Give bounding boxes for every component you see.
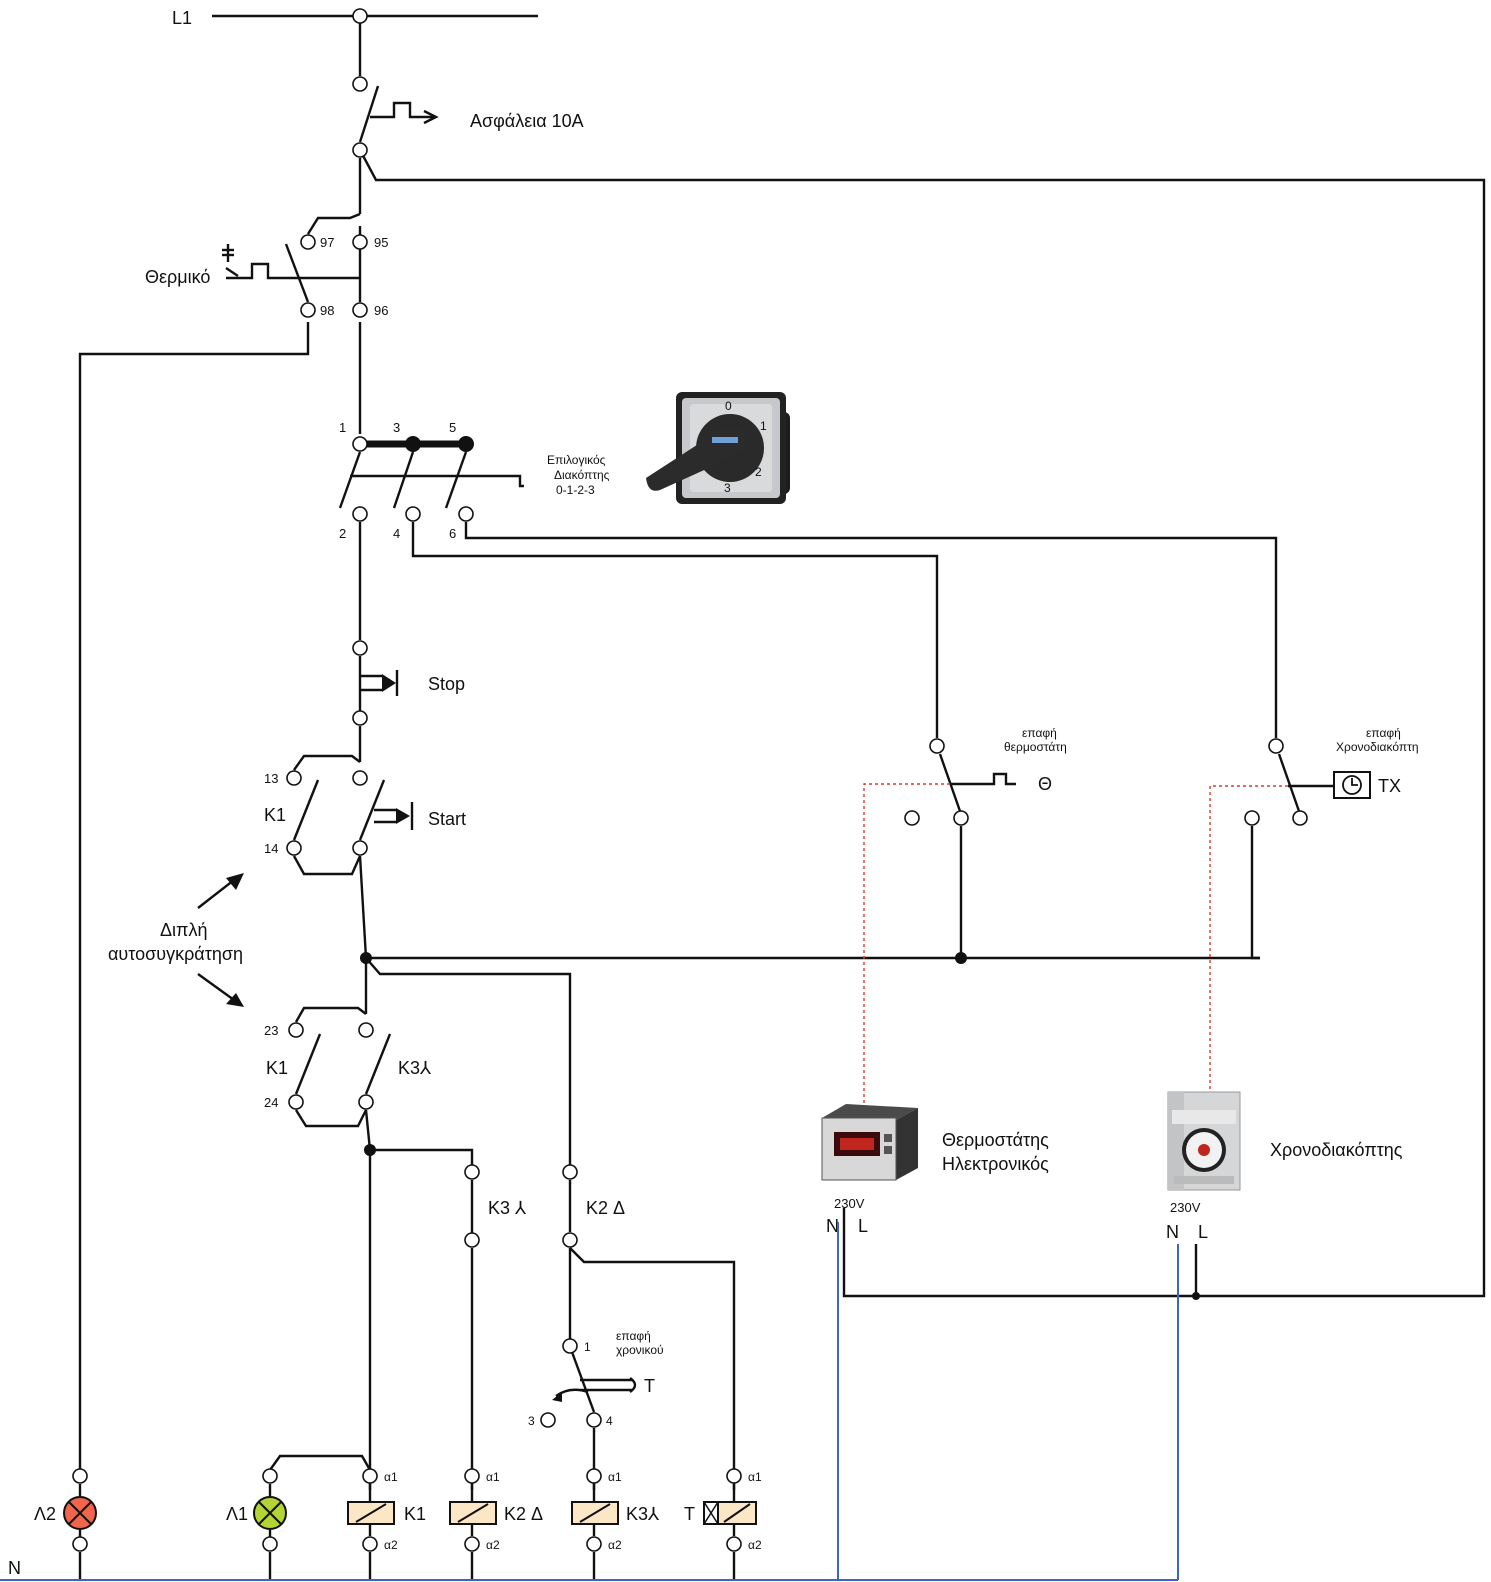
start-label: Start xyxy=(428,809,466,829)
thermostat-n: N xyxy=(826,1216,839,1236)
timeswitch-device: Χρονοδιακόπτης 230V N L xyxy=(1166,1091,1403,1242)
sel-terminal-4: 4 xyxy=(393,526,400,541)
k2-a1: α1 xyxy=(486,1470,500,1484)
timeswitch-contact: TX επαφή Χρονοδιακόπτη xyxy=(1209,726,1419,1092)
k1-a1: α1 xyxy=(384,1470,398,1484)
stop-label: Stop xyxy=(428,674,465,694)
device-supply xyxy=(837,1222,1200,1580)
neutral-bus: N xyxy=(0,1558,1178,1581)
t-a2: α2 xyxy=(748,1538,762,1552)
k3y-branch-label: K3 ⅄ xyxy=(488,1198,527,1218)
thermal-actuator xyxy=(226,262,360,280)
thermo-contact-label-1: επαφή xyxy=(1022,726,1057,740)
selector-label-3: 0-1-2-3 xyxy=(556,483,595,497)
k3-a2: α2 xyxy=(608,1538,622,1552)
electronic-thermostat: Θερμοστάτης Ηλεκτρονικός 230V N L xyxy=(821,1104,1049,1236)
selector-switch: 1 3 5 2 4 6 Επιλογικός Διακόπτης 0-1-2-3 xyxy=(338,420,610,541)
terminal-98: 98 xyxy=(320,303,334,318)
k2-a2: α2 xyxy=(486,1538,500,1552)
lamp1-label: Λ1 xyxy=(226,1504,248,1524)
lamp2-label: Λ2 xyxy=(34,1504,56,1524)
holding-bus xyxy=(360,952,1260,1166)
timer-contact-label-1: επαφή xyxy=(616,1329,651,1343)
knob-0: 0 xyxy=(725,399,732,413)
tx-label: TX xyxy=(1378,776,1401,796)
terminal-95: 95 xyxy=(374,235,388,250)
thermal-label: Θερμικό xyxy=(145,267,210,287)
k1-holding-label: K1 xyxy=(264,805,286,825)
l-feed-to-devices xyxy=(358,149,1486,1298)
n-label: N xyxy=(8,1558,21,1578)
timer-contact-label-2: χρονικού xyxy=(616,1343,664,1357)
knob-2: 2 xyxy=(755,465,762,479)
timeswitch-l: L xyxy=(1198,1222,1208,1242)
thermal-blade xyxy=(284,243,310,303)
main-feed: Ασφάλεια 10A Θερμικό xyxy=(78,16,1486,1470)
k1-aux-label: K1 xyxy=(266,1058,288,1078)
thermostat-l: L xyxy=(858,1216,868,1236)
start-k1-holding: 13 K1 Start 14 xyxy=(264,726,466,959)
timer-terminal-1: 1 xyxy=(584,1340,591,1354)
wire-pos3-timeswitch xyxy=(464,522,1278,738)
thermo-contact-label-2: θερμοστάτη xyxy=(1004,740,1067,754)
sel-terminal-6: 6 xyxy=(449,526,456,541)
terminal-14: 14 xyxy=(264,841,278,856)
wire-k2-branch xyxy=(365,957,572,1166)
k3y-contact-label: K3⅄ xyxy=(398,1058,432,1078)
bottom-loads: Λ2 Λ1 α1 K1 α2 α1 K2 Δ α2 xyxy=(34,1454,762,1580)
l1-bus: L1 xyxy=(172,8,538,28)
terminal-97: 97 xyxy=(320,235,334,250)
k2d-branch: K2 Δ 1 επαφή χρονικού T 3 4 xyxy=(528,1164,736,1490)
sel-terminal-1: 1 xyxy=(339,420,346,435)
terminal-13: 13 xyxy=(264,771,278,786)
double-holding-note: Διπλή αυτοσυγκράτηση xyxy=(108,873,244,1007)
coil-k3-label: K3⅄ xyxy=(626,1504,660,1524)
double-holding-label-1: Διπλή xyxy=(160,920,207,940)
sel-terminal-2: 2 xyxy=(339,526,346,541)
fuse-blade xyxy=(358,85,380,143)
terminal-24: 24 xyxy=(264,1095,278,1110)
selector-label-1: Επιλογικός xyxy=(547,453,606,467)
knob-3: 3 xyxy=(724,481,731,495)
stop-button: Stop xyxy=(352,522,465,726)
timer-sw-label-1: επαφή xyxy=(1366,726,1401,740)
terminal-96: 96 xyxy=(374,303,388,318)
wire-pos2-thermostat xyxy=(411,522,939,738)
k1-a2: α2 xyxy=(384,1538,398,1552)
double-holding-label-2: αυτοσυγκράτηση xyxy=(108,944,243,964)
k2d-branch-label: K2 Δ xyxy=(586,1198,625,1218)
theta-label: Θ xyxy=(1038,774,1052,794)
fuse-actuator xyxy=(370,101,434,119)
main-terminals: 97 95 98 96 xyxy=(300,8,388,318)
l1-label: L1 xyxy=(172,8,192,28)
timer-T-label: T xyxy=(644,1376,655,1396)
k3-a1: α1 xyxy=(608,1470,622,1484)
k3y-branch: K3 ⅄ xyxy=(464,1164,527,1490)
thermal-top-link xyxy=(306,212,361,235)
t-a1: α1 xyxy=(748,1470,762,1484)
coil-k1-label: K1 xyxy=(404,1504,426,1524)
terminal-23: 23 xyxy=(264,1023,278,1038)
thermostat-label-1: Θερμοστάτης xyxy=(942,1130,1049,1150)
timeswitch-label: Χρονοδιακόπτης xyxy=(1270,1140,1403,1160)
timer-sw-label-2: Χρονοδιακόπτη xyxy=(1336,740,1419,754)
thermostat-voltage: 230V xyxy=(834,1196,865,1211)
fuse-label: Ασφάλεια 10A xyxy=(470,111,584,131)
k1-k3y-contacts: 23 K1 K3⅄ 24 xyxy=(264,958,474,1490)
coil-k2-label: K2 Δ xyxy=(504,1504,543,1524)
selector-label-2: Διακόπτης xyxy=(554,468,610,482)
timer-terminal-4: 4 xyxy=(606,1414,613,1428)
sel-terminal-3: 3 xyxy=(393,420,400,435)
sel-terminal-5: 5 xyxy=(449,420,456,435)
thermostat-label-2: Ηλεκτρονικός xyxy=(942,1154,1049,1174)
timer-terminal-3: 3 xyxy=(528,1414,535,1428)
coil-t-label: T xyxy=(684,1504,695,1524)
selector-switch-photo: 0 1 2 3 xyxy=(646,392,790,504)
thermostat-contact: Θ επαφή θερμοστάτη xyxy=(863,726,1067,1106)
timeswitch-n: N xyxy=(1166,1222,1179,1242)
knob-1: 1 xyxy=(760,419,767,433)
timeswitch-voltage: 230V xyxy=(1170,1200,1201,1215)
fault-lamp-wire xyxy=(78,322,310,1470)
